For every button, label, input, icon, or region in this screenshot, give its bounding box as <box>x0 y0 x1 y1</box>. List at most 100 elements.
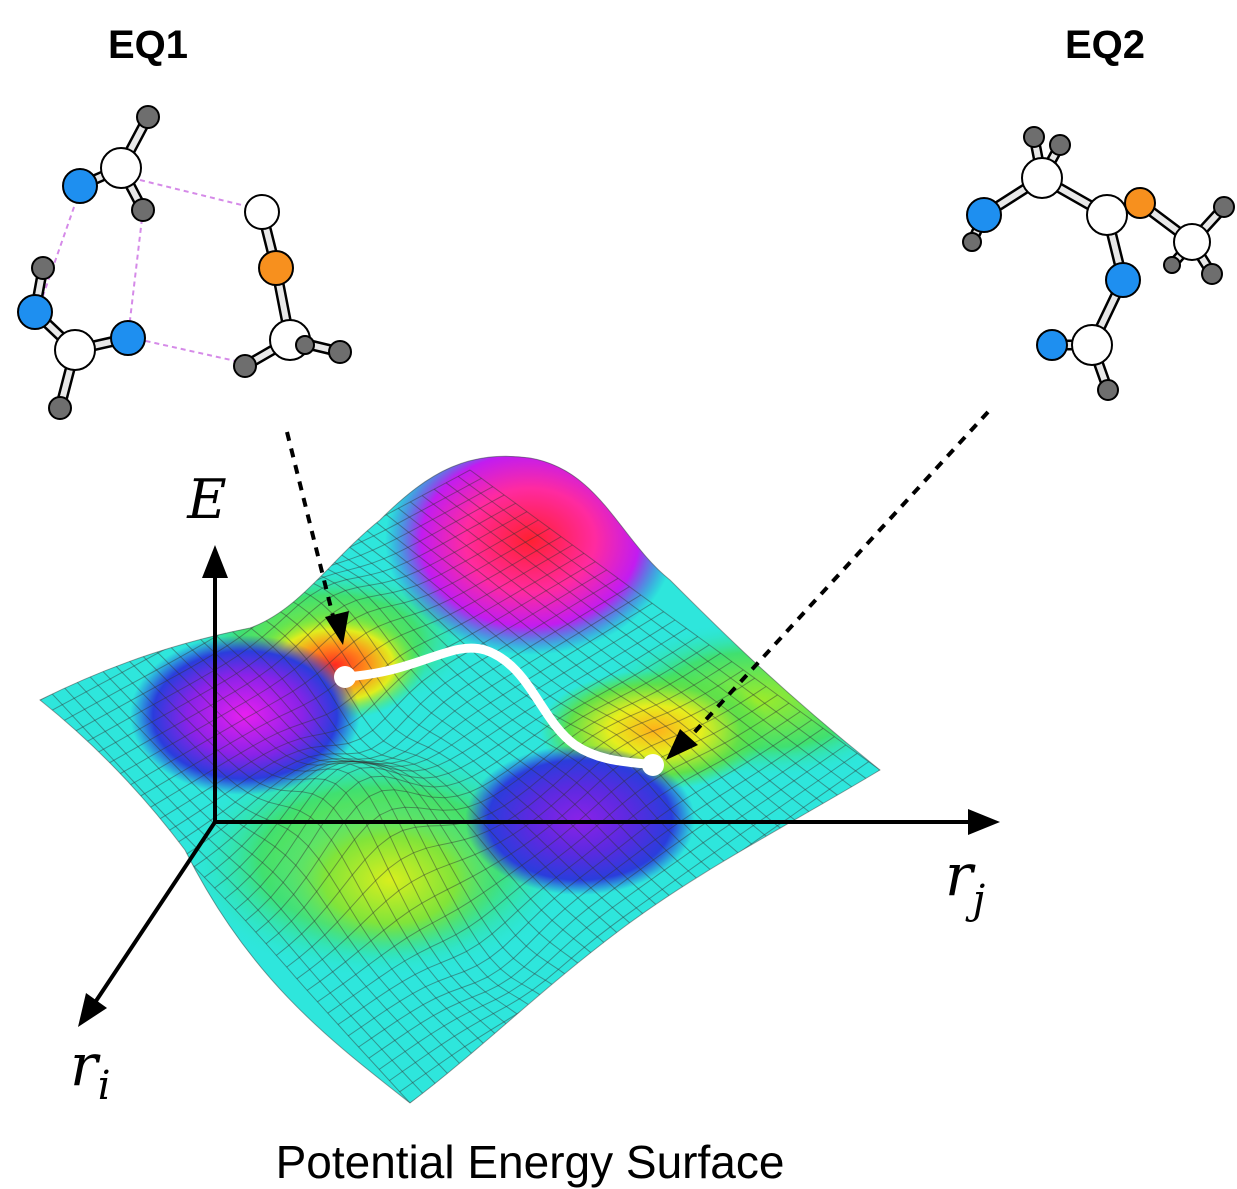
nitrogen-atom <box>1036 329 1068 361</box>
mesh-line <box>224 619 676 900</box>
mesh-line <box>255 644 710 933</box>
mesh-line <box>358 727 824 1048</box>
hydrogen-atom <box>48 396 72 420</box>
mesh-line <box>276 661 733 956</box>
rj-main: r <box>945 841 976 909</box>
eq1-label: EQ1 <box>108 23 188 67</box>
carbon-atom <box>1021 157 1063 199</box>
mesh-line <box>378 744 847 1070</box>
mesh-line <box>362 526 763 854</box>
mesh-line <box>397 507 803 826</box>
energy-axis-label: E <box>186 468 226 531</box>
mesh-line <box>173 577 619 846</box>
carbon-atom <box>100 147 142 189</box>
carbon-atom <box>244 194 280 230</box>
mesh-line <box>194 616 581 986</box>
mesh-line <box>421 495 829 808</box>
hydrogen-atom <box>1097 379 1119 401</box>
mesh-line <box>409 501 816 817</box>
mesh-line <box>218 602 607 966</box>
reaction-path <box>340 643 660 770</box>
mesh-line <box>314 549 711 891</box>
eq2-arrowhead <box>666 729 698 760</box>
eq2-minimum-marker <box>642 754 664 776</box>
oxygen-atom <box>258 250 294 286</box>
mesh-line <box>147 642 528 1023</box>
mesh-line <box>123 654 502 1040</box>
mesh-line <box>245 636 699 922</box>
mesh-line <box>469 469 880 771</box>
mesh-line <box>254 579 646 937</box>
ri-sub: i <box>98 1063 111 1109</box>
mesh-line <box>368 736 835 1059</box>
hydrogen-atom <box>1049 134 1071 156</box>
carbon-atom <box>1071 324 1113 366</box>
mesh-line <box>121 536 562 790</box>
mesh-line <box>265 652 721 945</box>
potential-energy-surface <box>39 455 881 1104</box>
nitrogen-atom <box>110 320 146 356</box>
mesh-line <box>152 561 596 824</box>
mesh-line <box>135 648 515 1032</box>
nitrogen-atom <box>17 294 53 330</box>
mesh-line <box>63 686 437 1085</box>
carbon-atom <box>1173 223 1211 261</box>
mesh-line <box>99 667 476 1058</box>
mesh-line <box>87 674 463 1067</box>
hydrogen-atom <box>1163 256 1181 274</box>
ri-main: r <box>70 1031 101 1099</box>
hydrogen-atom <box>1213 196 1235 218</box>
hydrogen-atom <box>31 256 55 280</box>
eq2-molecule <box>962 126 1235 401</box>
dashed-arrows <box>285 410 990 739</box>
mesh-line <box>234 627 687 911</box>
mesh-line <box>193 594 642 868</box>
ri-axis-label: ri <box>70 1031 111 1109</box>
eq1-minimum-marker <box>334 666 356 688</box>
eq2-arrow <box>688 410 990 739</box>
oxygen-atom <box>1124 187 1156 219</box>
mesh-line <box>182 622 567 996</box>
mesh-line <box>242 587 633 947</box>
mesh-line <box>306 686 767 991</box>
eq2-atoms <box>962 126 1235 401</box>
ri-axis <box>88 820 217 1012</box>
mesh-line <box>80 502 516 746</box>
mesh-line <box>389 752 858 1082</box>
mesh-line <box>286 669 744 968</box>
axes <box>88 555 980 1012</box>
mesh-line <box>445 482 855 789</box>
nitrogen-atom <box>62 168 98 204</box>
eq2-label: EQ2 <box>1065 23 1145 67</box>
carbon-atom <box>54 329 96 371</box>
mesh-line <box>296 677 755 980</box>
rj-axis-arrowhead <box>968 809 1000 835</box>
eq1-atoms <box>17 105 352 420</box>
nitrogen-atom <box>966 197 1002 233</box>
mesh-line <box>278 566 672 919</box>
eq1-molecule <box>17 105 352 420</box>
mesh-line <box>214 611 664 889</box>
mesh-line <box>374 520 776 845</box>
mesh-line <box>317 694 778 1003</box>
hydrogen-bonds <box>37 179 263 363</box>
hydrogen-atom <box>1201 263 1223 285</box>
eq1-arrowhead <box>325 611 349 645</box>
hydrogen-atom <box>295 335 315 355</box>
mesh-line <box>171 629 554 1005</box>
energy-axis-arrowhead <box>202 545 228 578</box>
mesh-line <box>101 519 539 768</box>
caption: Potential Energy Surface <box>276 1136 785 1188</box>
hydrogen-atom <box>1023 126 1045 148</box>
mesh-line <box>457 475 868 780</box>
hydrogen-atom <box>131 198 155 222</box>
surface-outline <box>39 455 881 1104</box>
nitrogen-atom <box>1105 262 1141 298</box>
mesh-line <box>348 719 812 1037</box>
mesh-line <box>230 594 620 956</box>
mesh-line <box>327 702 790 1014</box>
mesh-line <box>290 560 685 910</box>
mesh-line <box>163 569 607 835</box>
mesh-line <box>111 527 550 779</box>
